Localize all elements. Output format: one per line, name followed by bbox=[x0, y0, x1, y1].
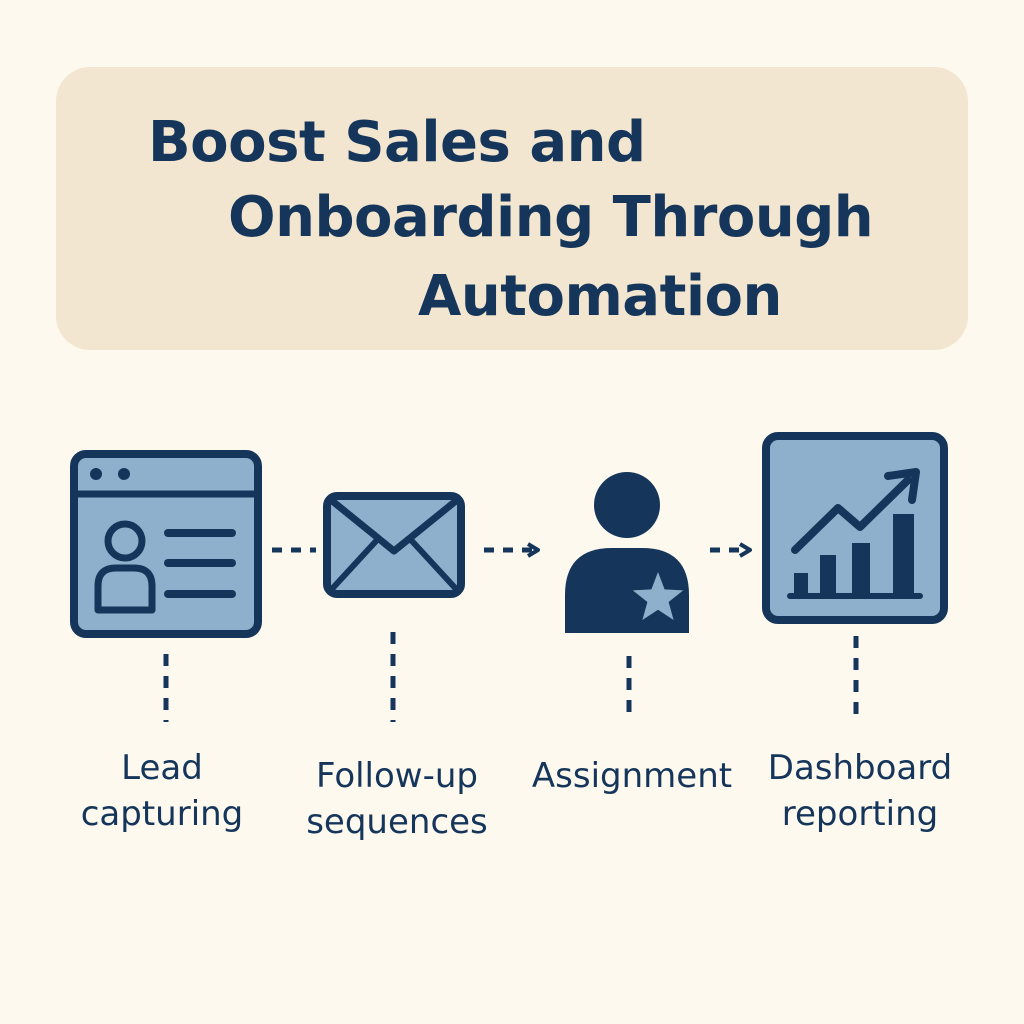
step-4-label-line2: reporting bbox=[781, 794, 939, 834]
step-2-label-line2: sequences bbox=[306, 802, 488, 842]
envelope-icon bbox=[323, 492, 465, 598]
step-2-label-line1: Follow-up bbox=[315, 756, 479, 796]
connector-3-4 bbox=[710, 542, 752, 558]
title-line-3: Automation bbox=[418, 264, 782, 329]
title-banner: Boost Sales and Onboarding Through Autom… bbox=[56, 67, 968, 350]
lead-form-icon bbox=[70, 450, 262, 638]
step-label-lead-capturing: Lead capturing bbox=[42, 745, 282, 837]
step-label-follow-up-sequences: Follow-up sequences bbox=[277, 753, 517, 845]
step-1-label-line1: Lead bbox=[121, 748, 203, 788]
connector-2-3 bbox=[484, 542, 540, 558]
person-star-icon bbox=[565, 472, 689, 633]
step-label-assignment: Assignment bbox=[512, 753, 752, 799]
step-1-label-line2: capturing bbox=[80, 794, 244, 834]
title-line-1: Boost Sales and bbox=[148, 110, 646, 175]
chart-growth-icon bbox=[762, 432, 948, 624]
step-3-label-line1: Assignment bbox=[531, 756, 733, 796]
step-label-dashboard-reporting: Dashboard reporting bbox=[740, 745, 980, 837]
step-4-label-line1: Dashboard bbox=[767, 748, 953, 788]
title-line-2: Onboarding Through bbox=[228, 185, 874, 250]
